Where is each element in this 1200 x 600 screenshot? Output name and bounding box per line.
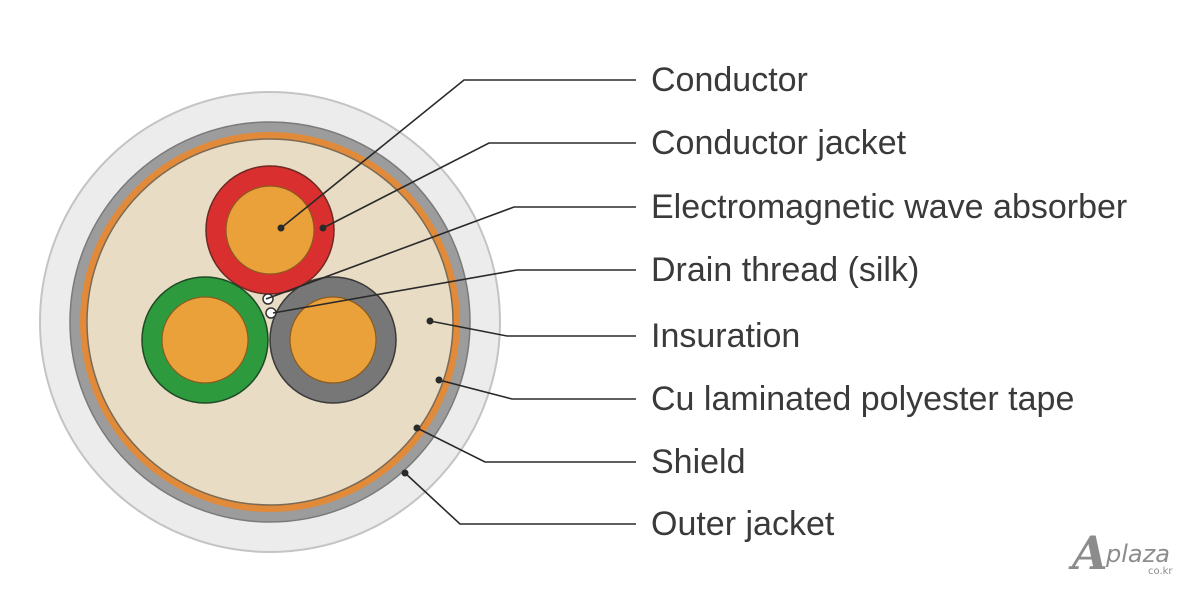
leader-dot-cu-tape [435, 376, 443, 384]
conductor-right [289, 296, 377, 384]
label-em-absorber: Electromagnetic wave absorber [651, 188, 1128, 226]
leader-line-em-absorber [265, 206, 636, 300]
avplaza-logo: A plaza co.kr [1072, 528, 1182, 584]
label-drain-thread: Drain thread (silk) [651, 251, 920, 289]
leader-dot-conductor-jacket [319, 224, 327, 232]
label-cu-tape: Cu laminated polyester tape [651, 380, 1075, 418]
absorber-filler [86, 138, 454, 506]
conductor-left [161, 296, 249, 384]
leader-dot-insulation [426, 317, 434, 325]
leader-dot-conductor [277, 224, 285, 232]
leader-dot-shield [413, 424, 421, 432]
conductor-top [225, 185, 315, 275]
leader-line-cu-tape [438, 379, 636, 400]
label-shield: Shield [651, 443, 746, 481]
logo-mark: A [1072, 526, 1108, 580]
leader-line-conductor-jacket [322, 142, 636, 229]
leader-dot-outer-jacket [401, 469, 409, 477]
leader-line-insulation [429, 320, 636, 337]
leader-line-drain-thread [272, 269, 636, 314]
leader-line-outer-jacket [404, 472, 636, 525]
label-insulation: Insuration [651, 317, 801, 355]
label-conductor: Conductor [651, 61, 808, 99]
leader-line-shield [416, 427, 636, 463]
label-outer-jacket: Outer jacket [651, 505, 835, 543]
label-conductor-jacket: Conductor jacket [651, 124, 907, 162]
logo-wordmark: plaza [1106, 540, 1170, 568]
leader-line-conductor [280, 79, 636, 229]
logo-domain-suffix: co.kr [1148, 566, 1173, 577]
